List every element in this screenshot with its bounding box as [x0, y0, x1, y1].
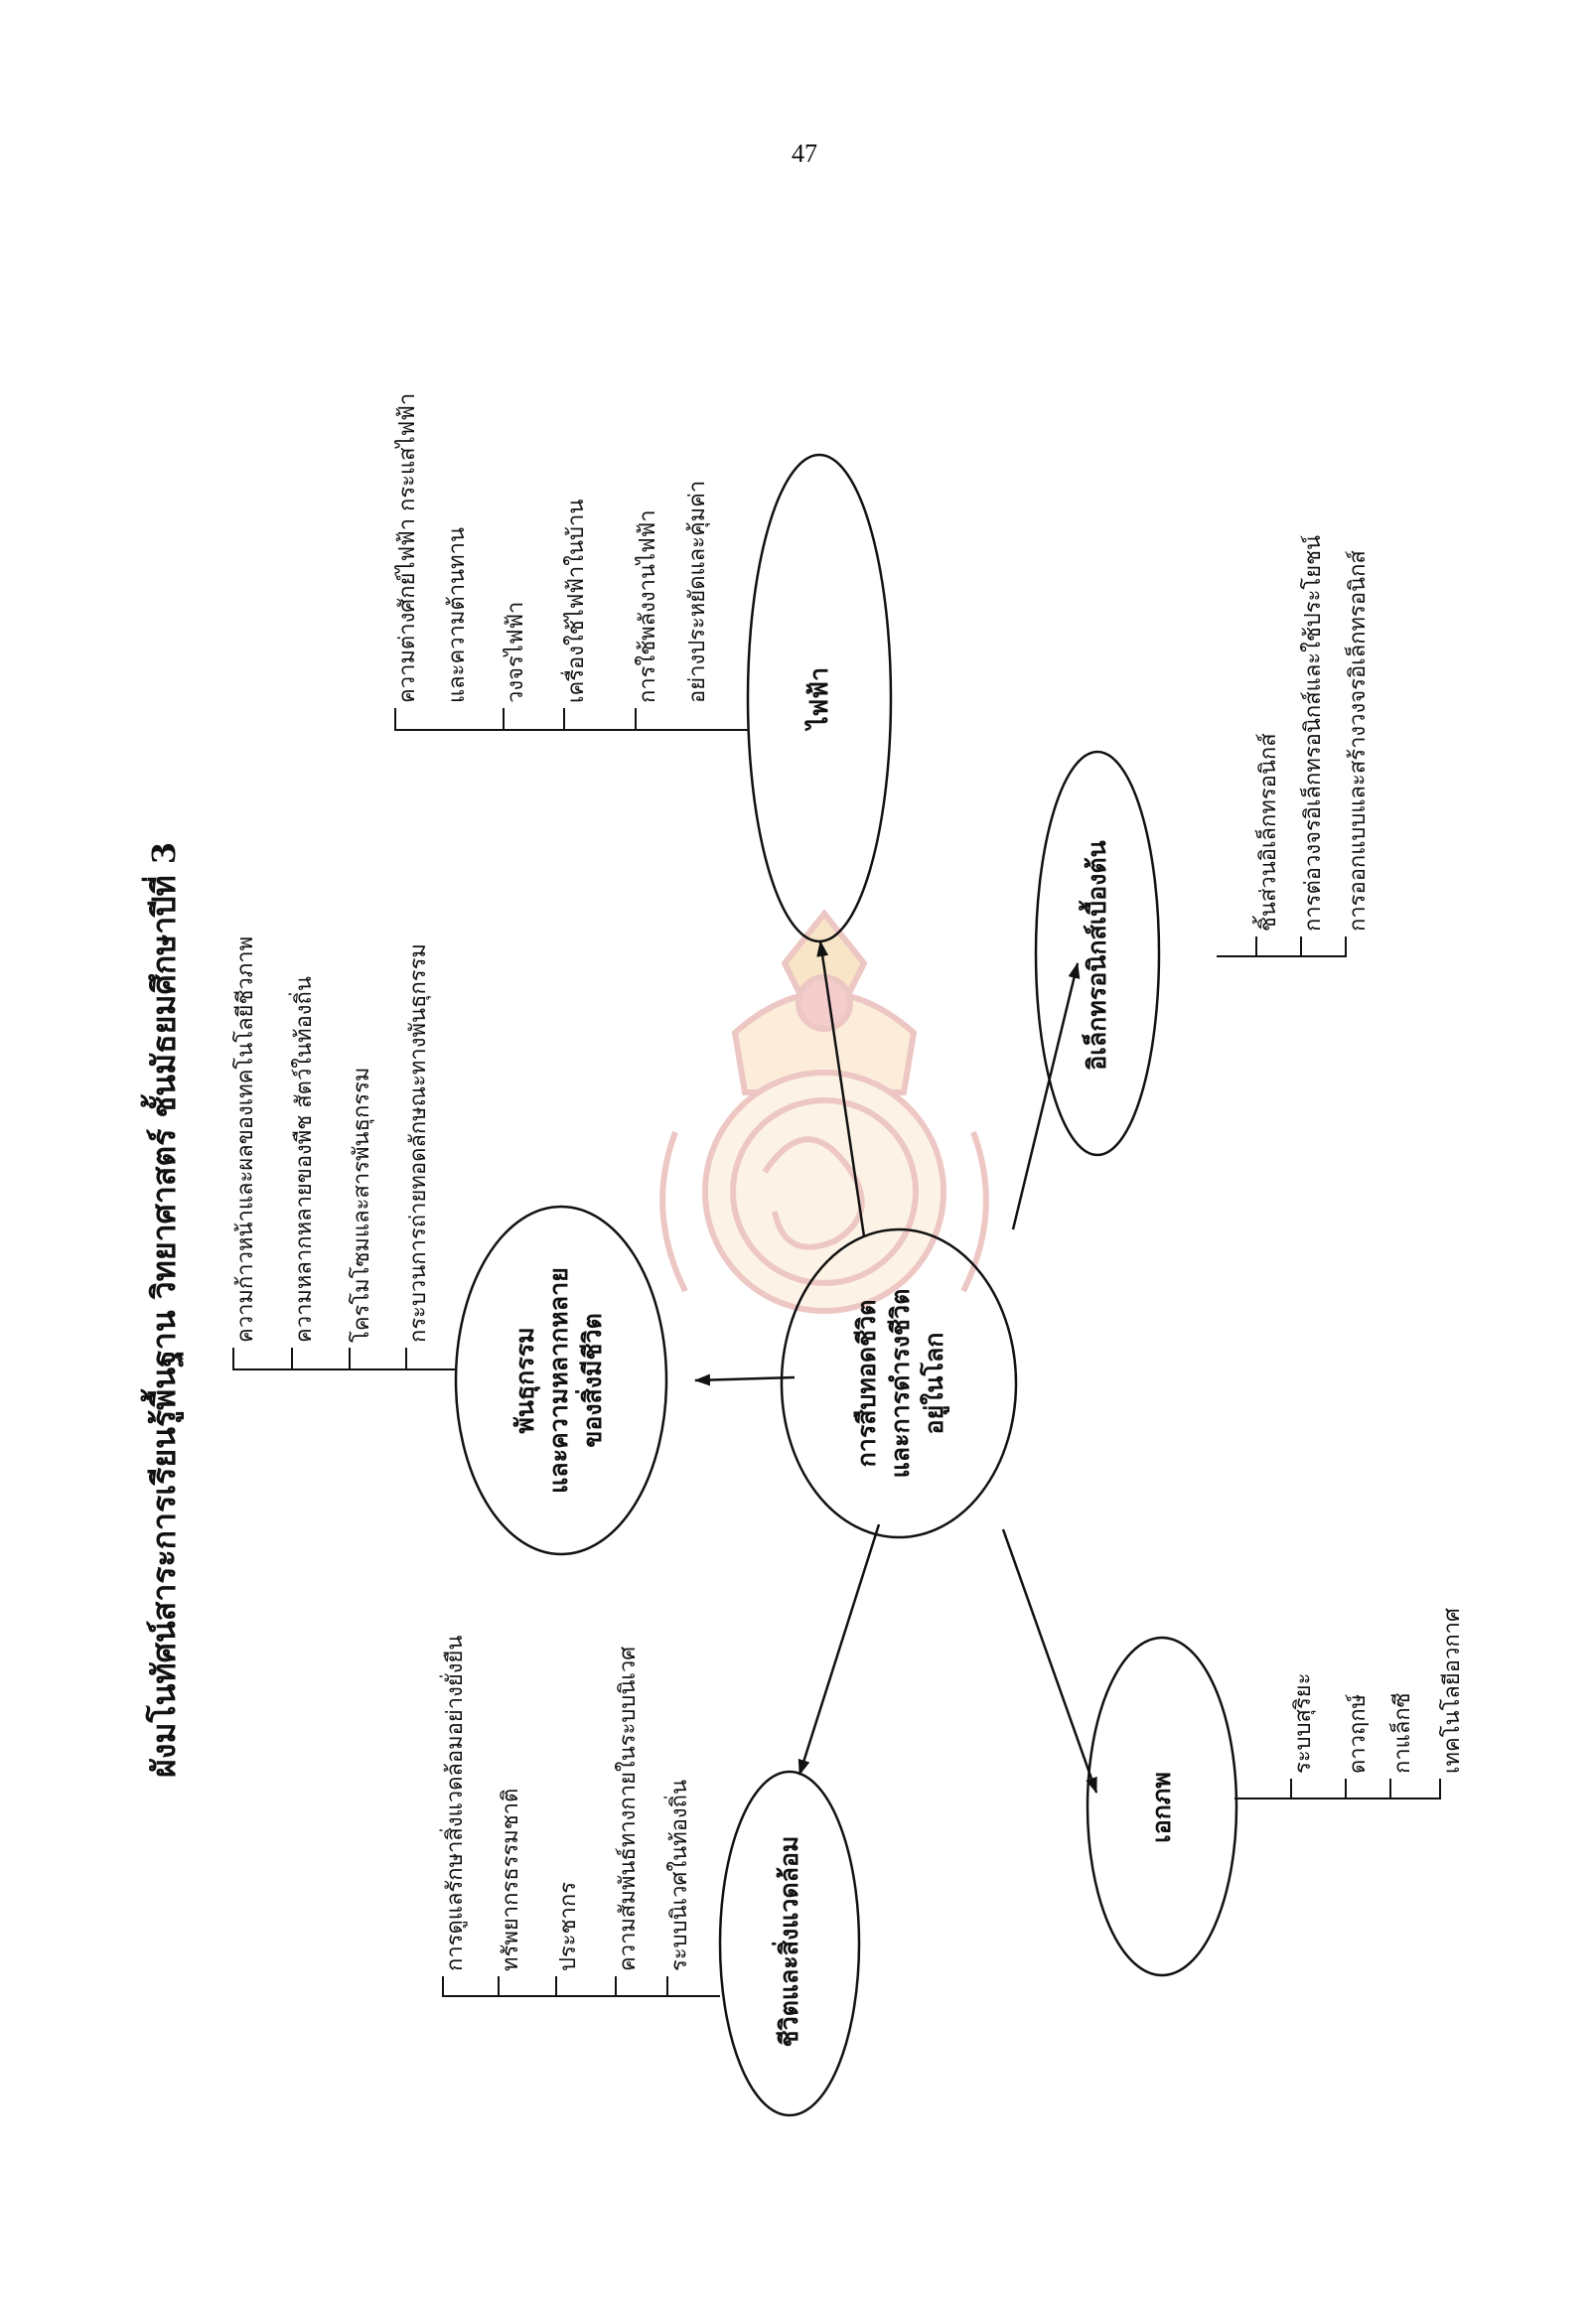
electricity-item: ความต่างศักย์ไฟฟ้า กระแสไฟฟ้า [395, 392, 420, 703]
node-genetics [454, 1205, 668, 1556]
electronics-label: อิเล็กทรอนิกส์เบื้องต้น [1081, 787, 1114, 1124]
center-label-line: อยู่ในโลก [920, 1332, 948, 1435]
universe-item: กาแล็กซี [1390, 1692, 1415, 1774]
arrow-to-electricity [816, 940, 866, 1237]
electricity-item: และความต้านทาน [445, 527, 470, 703]
genetics-label-line: ของสิ่งมีชีวิต [578, 1313, 607, 1448]
ecology-item: ระบบนิเวศในท้องถิ่น [667, 1779, 692, 1971]
genetics-label-line: และความหลากหลาย [544, 1267, 573, 1494]
electronics-item: ชิ้นส่วนอิเล็กทรอนิกส์ [1256, 733, 1281, 932]
center-label-line: และการดำรงชีวิต [886, 1288, 915, 1479]
genetics-label-line: พันธุกรรม [510, 1327, 539, 1434]
connector-arrows [694, 940, 1098, 1794]
ecology-item: ความสัมพันธ์ทางกายในระบบนิเวศ [616, 1646, 641, 1971]
ministry-seal-watermark [659, 909, 989, 1314]
arrow-to-universe [1001, 1528, 1098, 1794]
genetics-item: กระบวนการถ่ายทอดลักษณะทางพันธุกรรม [406, 943, 431, 1343]
universe-label-line: เอกภพ [1147, 1772, 1176, 1843]
electronics-item: การออกแบบและสร้างวงจรอิเล็กทรอนิกส์ [1346, 550, 1371, 932]
genetics-item: ความก้าวหน้าและผลของเทคโนโลยีชีวภาพ [233, 936, 258, 1343]
universe-item: ระบบสุริยะ [1291, 1672, 1316, 1774]
page-number: 47 [792, 139, 817, 168]
center-label: การสืบทอดชีวิต และการดำรงชีวิต อยู่ในโลก [850, 1239, 951, 1527]
genetics-label: พันธุกรรม และความหลากหลาย ของสิ่งมีชีวิต [508, 1251, 610, 1510]
electricity-item: อย่างประหยัดและคุ้มค่า [685, 480, 710, 703]
electricity-item: การใช้พลังงานไฟฟ้า [636, 509, 660, 703]
universe-item: เทคโนโลยีอวกาศ [1440, 1608, 1465, 1774]
center-node [780, 1227, 1018, 1539]
electricity-item: เครื่องใช้ไฟฟ้าในบ้าน [564, 499, 589, 703]
electronics-item: การต่อวงจรอิเล็กทรอนิกส์และใช้ประโยชน์ [1301, 534, 1326, 932]
node-electronics [1034, 750, 1161, 1157]
ecology-item: การดูแลรักษาสิ่งแวดล้อมอย่างยั่งยืน [443, 1635, 468, 1971]
ecology-label: ชีวิตและสิ่งแวดล้อม [773, 1802, 806, 2081]
universe-item: ดาวฤกษ์ [1346, 1693, 1371, 1774]
electricity-label: ไฟฟ้า [802, 648, 836, 748]
arrow-to-genetics [694, 1373, 796, 1386]
electronics-label-line: อิเล็กทรอนิกส์เบื้องต้น [1083, 840, 1111, 1071]
ecology-item: ทรัพยากรธรรมชาติ [499, 1788, 523, 1971]
node-electricity [746, 453, 893, 943]
node-universe [1086, 1636, 1238, 1977]
genetics-item: ความหลากหลายของพืช สัตว์ในท้องถิ่น [292, 976, 317, 1343]
electricity-label-line: ไฟฟ้า [804, 667, 833, 730]
arrow-to-ecology [798, 1523, 881, 1776]
ecology-label-line: ชีวิตและสิ่งแวดล้อม [775, 1835, 803, 2048]
center-label-line: การสืบทอดชีวิต [852, 1299, 881, 1468]
diagram-title: ผังมโนทัศน์สาระการเรียนรู้พื้นฐาน วิทยาศ… [145, 841, 183, 1778]
item-brackets [232, 708, 1441, 1997]
arrow-to-electronics [1011, 962, 1081, 1230]
universe-label: เอกภพ [1145, 1758, 1179, 1857]
ecology-item: ประชากร [556, 1881, 581, 1971]
genetics-item: โครโมโซมและสารพันธุกรรม [350, 1067, 374, 1343]
node-ecology [718, 1770, 861, 2117]
electricity-item: วงจรไฟฟ้า [504, 601, 528, 703]
